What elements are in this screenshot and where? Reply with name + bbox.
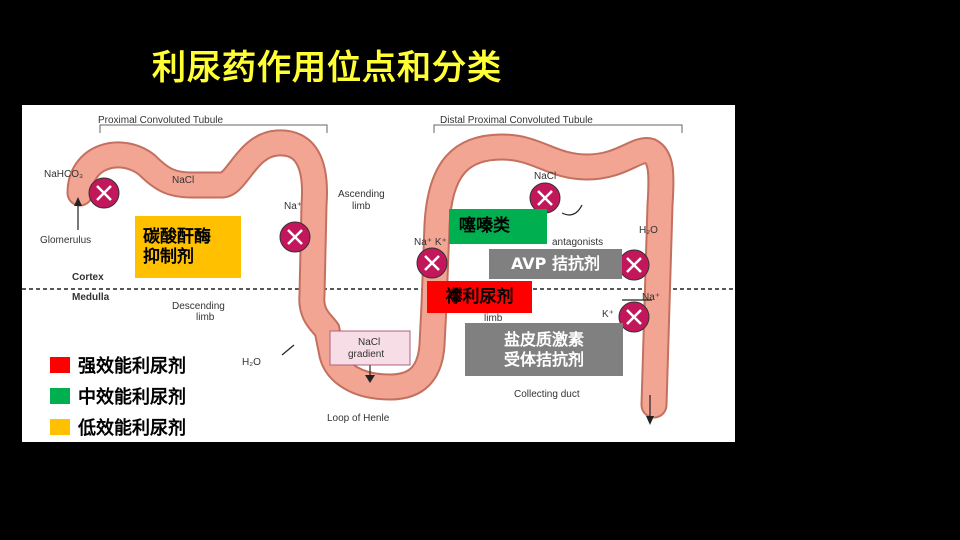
label-nahco3: NaHCO₃ [44, 169, 83, 180]
arrow-head [74, 197, 82, 206]
legend: 强效能利尿剂 中效能利尿剂 低效能利尿剂 [50, 349, 186, 442]
tube-fill [68, 131, 673, 417]
box-line: 盐皮质激素 [503, 330, 584, 350]
label-na-prox: Na⁺ [284, 201, 302, 212]
legend-item-low: 低效能利尿剂 [50, 411, 186, 442]
block-icon [618, 301, 650, 333]
label-nacl-dist: NaCl [534, 171, 556, 182]
legend-label: 中效能利尿剂 [78, 386, 186, 408]
bracket-lines [99, 124, 683, 133]
label-proximal: Proximal Convoluted Tubule [98, 115, 224, 126]
label-glomerulus: Glomerulus [40, 235, 91, 246]
label-k-right: K⁺ [602, 309, 614, 320]
block-icon [618, 249, 650, 281]
label-h2o-right: H₂O [639, 225, 658, 236]
label-collecting: Collecting duct [514, 389, 580, 400]
label-antagonists: antagonists [552, 237, 603, 248]
legend-label: 低效能利尿剂 [78, 417, 186, 439]
label-nacl-box1: NaCl [358, 337, 380, 348]
label-loop: Loop of Henle [327, 413, 390, 424]
label-limb2: limb [196, 312, 215, 323]
block-icon [279, 221, 311, 253]
loop-diuretic-box: 襻利尿剂 [427, 281, 532, 313]
legend-item-high: 强效能利尿剂 [50, 349, 186, 380]
label-cortex: Cortex [72, 272, 104, 283]
arrow-head [365, 375, 375, 383]
mineralocorticoid-box: 盐皮质激素 受体拮抗剂 [465, 323, 623, 376]
nephron-diagram: Proximal Convoluted Tubule Distal Proxim… [22, 105, 735, 442]
carbonic-anhydrase-box: 碳酸酐酶 抑制剂 [135, 216, 241, 278]
label-nacl-box2: gradient [348, 349, 384, 360]
box-line: 碳酸酐酶 [143, 226, 211, 247]
label-distal: Distal Proximal Convoluted Tubule [440, 115, 593, 126]
label-na-k: Na⁺ K⁺ [414, 237, 447, 248]
legend-swatch [50, 356, 70, 373]
label-h2o-left: H₂O [242, 357, 261, 368]
label-na-right: Na⁺ [642, 292, 660, 303]
block-icon [88, 177, 120, 209]
arrow-head [646, 416, 654, 425]
thiazide-box: 噻嗪类 [449, 209, 547, 244]
legend-swatch [50, 418, 70, 435]
avp-antagonist-box: AVP 拮抗剂 [489, 249, 622, 279]
legend-label: 强效能利尿剂 [78, 355, 186, 377]
slide-title: 利尿药作用位点和分类 [152, 48, 502, 88]
box-line: 抑制剂 [143, 247, 194, 267]
label-nacl-top: NaCl [172, 175, 194, 186]
legend-item-medium: 中效能利尿剂 [50, 380, 186, 411]
label-ascending: Ascending [338, 189, 385, 200]
nephron-svg: Proximal Convoluted Tubule Distal Proxim… [22, 115, 735, 425]
label-medulla: Medulla [72, 292, 110, 303]
block-icon [416, 247, 448, 279]
label-descending: Descending [172, 301, 225, 312]
box-line: 受体拮抗剂 [503, 349, 584, 369]
legend-swatch [50, 387, 70, 404]
label-limb3: limb [484, 313, 503, 324]
nacl-gradient-box [329, 330, 411, 366]
nephron-tube [66, 129, 675, 419]
label-limb: limb [352, 201, 371, 212]
